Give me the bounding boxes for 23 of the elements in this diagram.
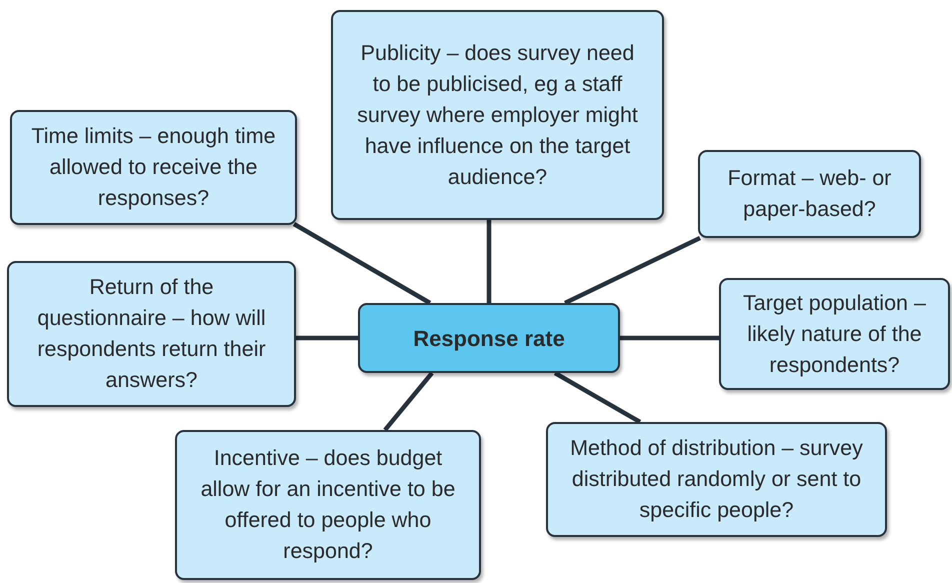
topic-box — [10, 110, 297, 225]
topic-text: Time limits – enough time allowed to receive the responses? — [30, 123, 277, 212]
connector-line — [554, 371, 642, 424]
connector-line — [292, 222, 432, 305]
topic-box — [7, 261, 296, 407]
connector-line — [486, 220, 492, 303]
topic-box — [719, 278, 950, 390]
topic-text: Format – web- or paper-based? — [726, 165, 892, 223]
connector-line — [564, 236, 701, 306]
topic-box — [175, 430, 481, 580]
central-topic-box — [358, 303, 620, 373]
topic-box — [698, 150, 921, 238]
connector-line — [383, 372, 434, 432]
connector-line — [620, 336, 719, 340]
connector-line — [296, 336, 358, 340]
topic-text: Target population – likely nature of the respondents? — [742, 290, 927, 378]
topic-text: Return of the questionnaire – how will respondents return their answers? — [36, 274, 267, 394]
topic-box — [331, 10, 664, 220]
topic-title: Response rate — [413, 324, 565, 353]
topic-text: Publicity – does survey need to be publicised, eg a staff survey where employer might have influence on the target audience? — [356, 40, 639, 190]
topic-text: Method of distribution – survey distributed randomly or sent to specific people? — [569, 435, 864, 524]
topic-text: Incentive – does budget allow for an incentive to be offered to people who respond? — [200, 445, 456, 565]
topic-box — [546, 422, 887, 537]
